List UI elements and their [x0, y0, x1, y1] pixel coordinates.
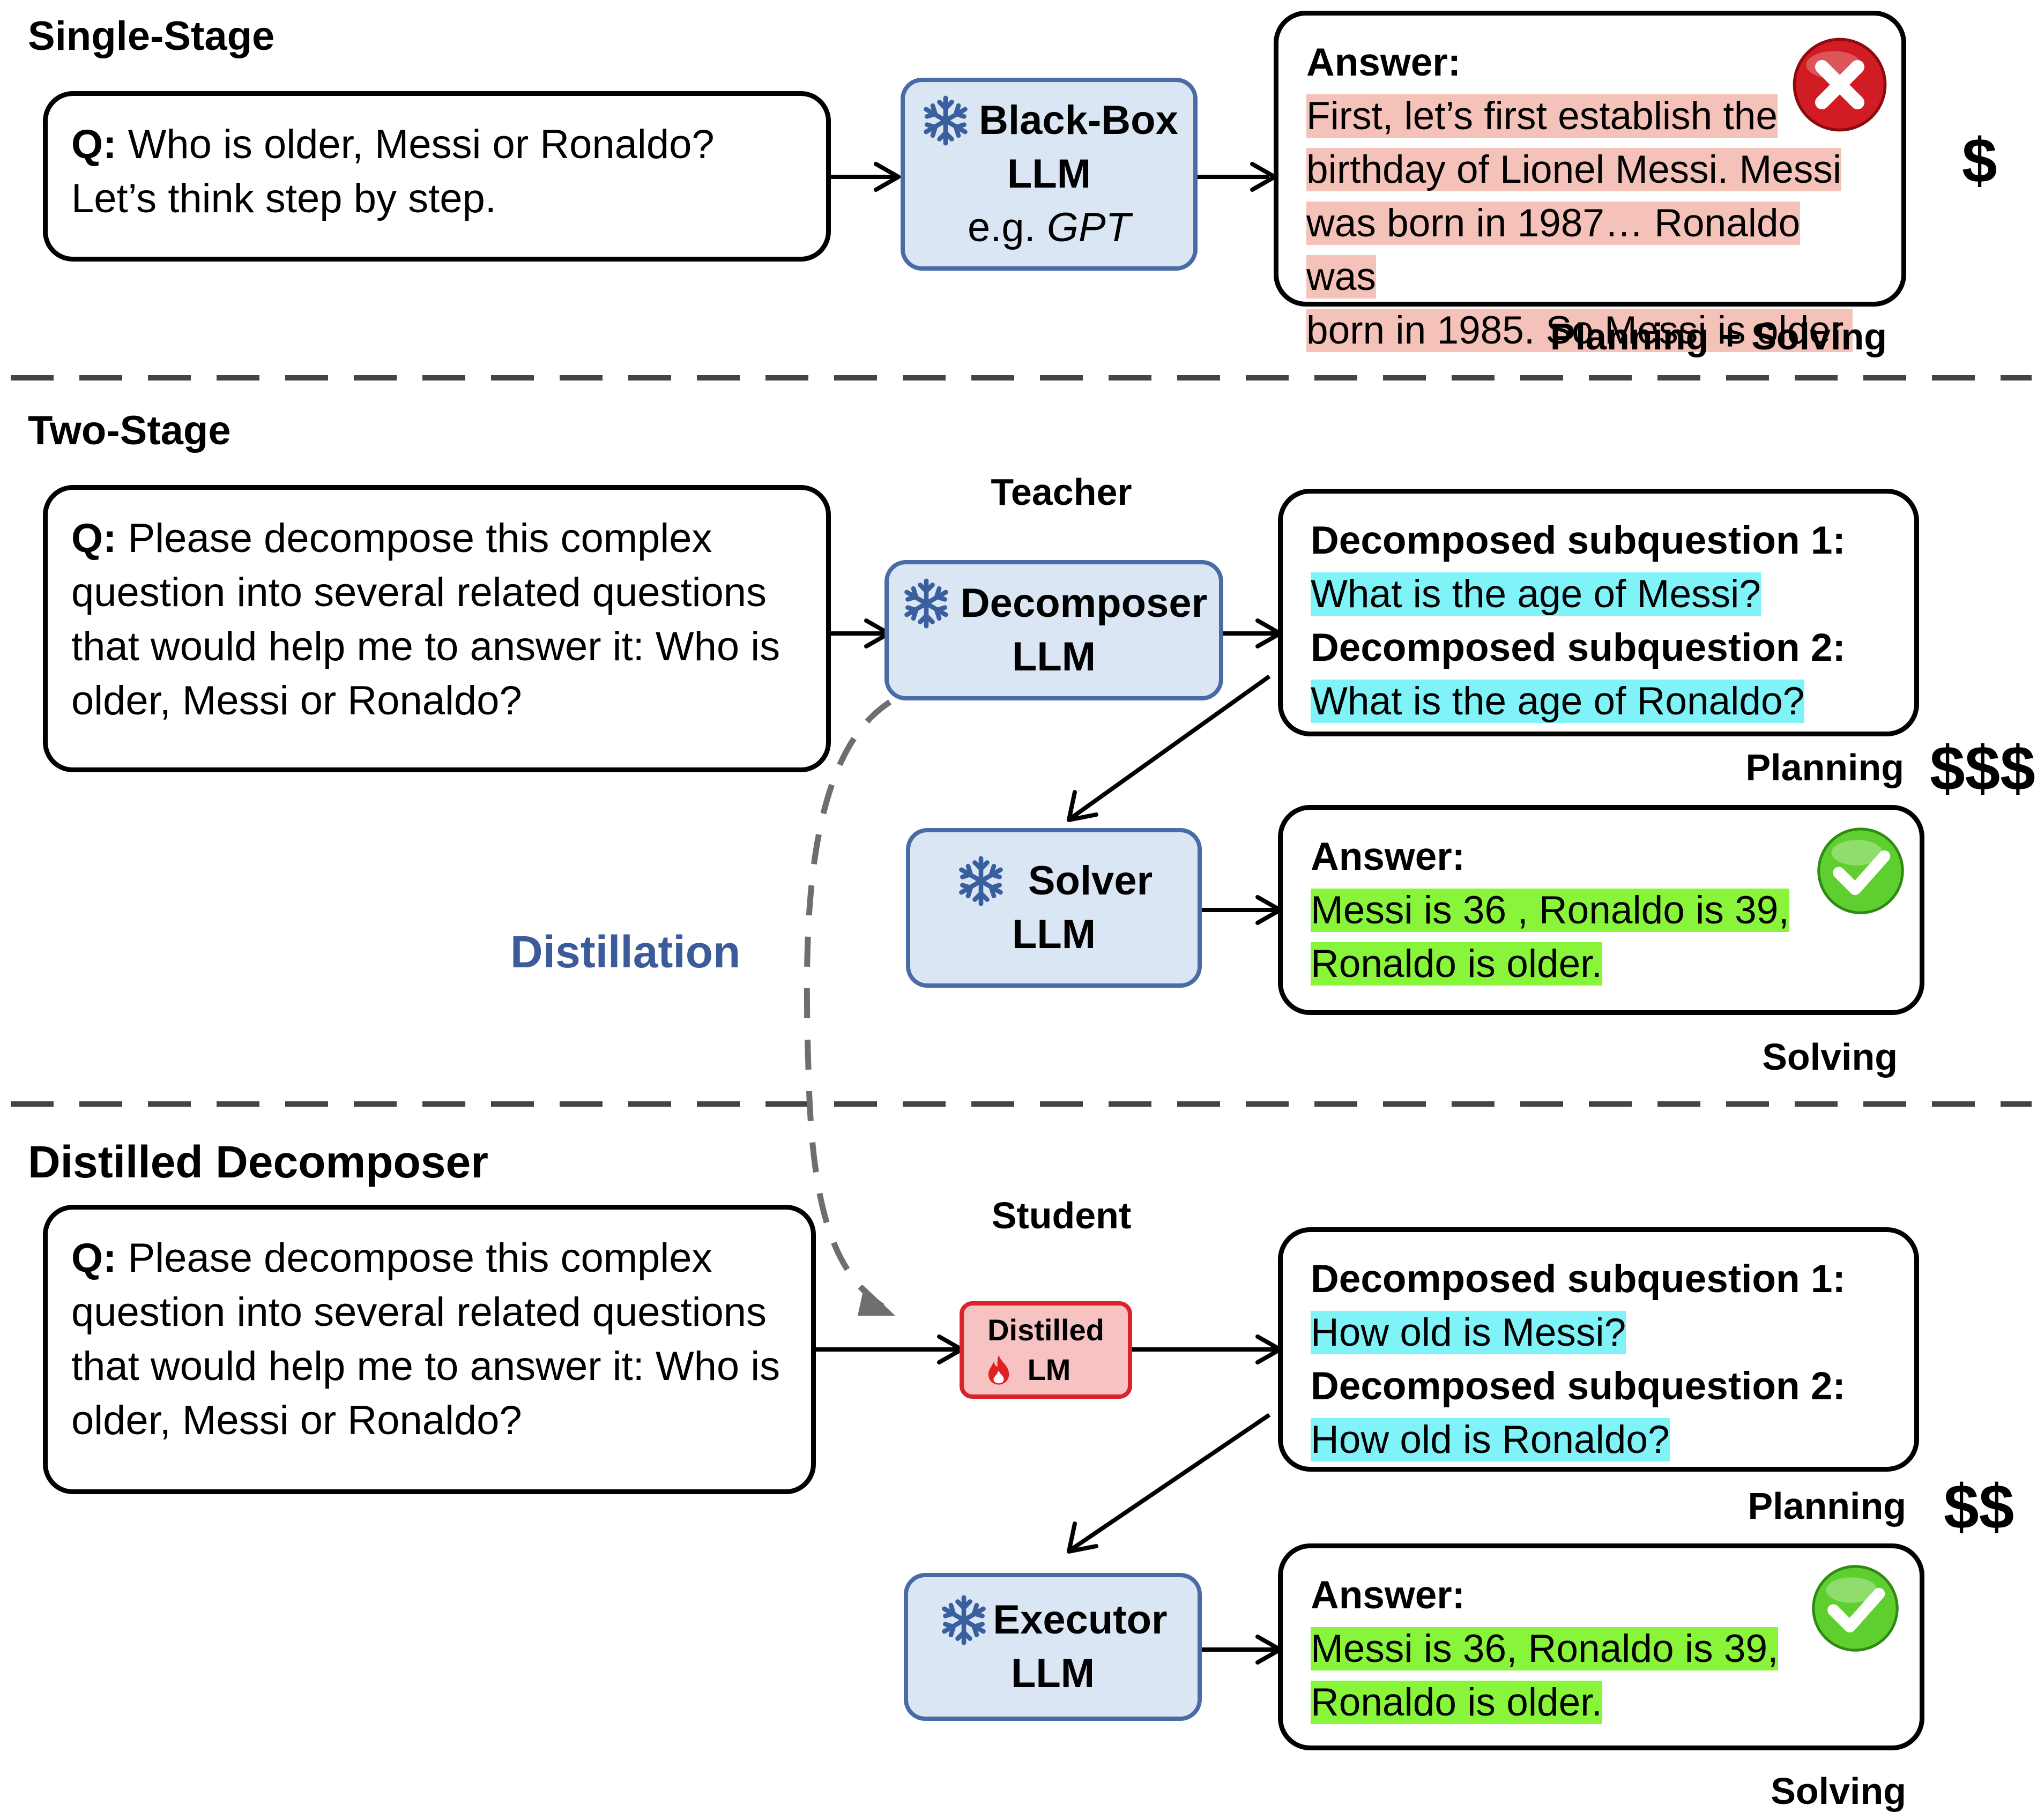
distilled-question-box: Q: Please decompose this complex questio…: [43, 1205, 816, 1494]
snowflake-icon: [901, 578, 952, 629]
cross-icon: [1790, 35, 1889, 134]
answer-line: Ronaldo is older.: [1311, 942, 1602, 986]
llm-example: e.g. GPT: [967, 205, 1131, 250]
subquestion-label: Decomposed subquestion 1:: [1311, 1257, 1846, 1301]
teacher-label: Teacher: [991, 471, 1132, 513]
single-stage-answer-box: Answer: First, let’s first establish the…: [1274, 11, 1906, 352]
two-stage-answer-box: Answer: Messi is 36 , Ronaldo is 39, Ron…: [1278, 805, 1924, 1015]
distillation-arrow: [804, 699, 891, 1310]
distilled-planning-label: Planning: [1748, 1485, 1906, 1527]
subquestion-label: Decomposed subquestion 2:: [1311, 626, 1846, 669]
planning-solving-label: Planning + Solving: [1550, 316, 1887, 357]
distilled-answer-box: Answer: Messi is 36, Ronaldo is 39, Rona…: [1278, 1543, 1924, 1750]
single-stage-cost: $: [1962, 125, 1997, 196]
question-prefix: Q:: [71, 1235, 117, 1281]
student-model-line1: Distilled: [987, 1313, 1104, 1347]
black-box-llm-node: Black-Box LLM e.g. GPT: [901, 78, 1198, 271]
question-prefix: Q:: [71, 516, 117, 561]
subquestion-text: What is the age of Messi?: [1311, 572, 1761, 616]
decomposer-llm-node: Decomposer LLM: [884, 560, 1223, 700]
subquestion-text: How old is Messi?: [1311, 1311, 1626, 1354]
two-stage-cost: $$$: [1930, 733, 2035, 804]
section-title-distilled-decomposer: Distilled Decomposer: [28, 1137, 488, 1187]
answer-label: Answer:: [1306, 41, 1461, 84]
answer-line: First, let’s first establish the: [1306, 94, 1778, 138]
question-prefix: Q:: [71, 122, 117, 167]
single-stage-question-box: Q: Who is older, Messi or Ronaldo? Let’s…: [43, 91, 831, 262]
answer-line: was born in 1987… Ronaldo was: [1306, 202, 1801, 299]
arrow-subquestions-to-solver: [1070, 674, 1271, 819]
subquestion-label: Decomposed subquestion 1:: [1311, 519, 1846, 562]
question-text: Please decompose this complex question i…: [71, 1235, 780, 1443]
arrow-subquestions-to-executor: [1070, 1413, 1271, 1551]
llm-name: Solver: [1028, 858, 1153, 904]
distilled-lm-node: Distilled LM: [960, 1301, 1132, 1399]
llm-kind: LLM: [1007, 151, 1091, 197]
answer-text: First, let’s first establish the birthda…: [1306, 89, 1874, 357]
fire-icon: [986, 1354, 1012, 1386]
executor-llm-node: Executor LLM: [904, 1573, 1202, 1721]
check-icon: [1815, 825, 1906, 916]
solver-llm-node: Solver LLM: [906, 828, 1202, 988]
subquestion-label: Decomposed subquestion 2:: [1311, 1364, 1846, 1408]
llm-name: Executor: [993, 1597, 1168, 1643]
answer-line: Ronaldo is older.: [1311, 1681, 1602, 1724]
answer-line: Messi is 36 , Ronaldo is 39,: [1311, 889, 1789, 932]
distilled-solving-label: Solving: [1771, 1770, 1906, 1812]
llm-kind: LLM: [1012, 912, 1096, 957]
student-label: Student: [991, 1195, 1132, 1236]
two-stage-subquestions-box: Decomposed subquestion 1: What is the ag…: [1278, 489, 1919, 736]
two-stage-question-box: Q: Please decompose this complex questio…: [43, 485, 831, 772]
distilled-subquestions-box: Decomposed subquestion 1: How old is Mes…: [1278, 1227, 1919, 1472]
section-title-two-stage: Two-Stage: [28, 408, 231, 453]
distillation-label: Distillation: [510, 927, 741, 977]
distilled-cost: $$: [1944, 1472, 2014, 1542]
answer-label: Answer:: [1311, 835, 1466, 878]
question-text: Who is older, Messi or Ronaldo? Let’s th…: [71, 122, 715, 221]
llm-name: Black-Box: [979, 98, 1178, 143]
two-stage-planning-label: Planning: [1745, 747, 1904, 788]
subquestion-text: How old is Ronaldo?: [1311, 1418, 1670, 1461]
snowflake-icon: [955, 855, 1007, 907]
subquestion-text: What is the age of Ronaldo?: [1311, 680, 1805, 723]
snowflake-icon: [938, 1594, 990, 1646]
check-icon: [1810, 1563, 1901, 1654]
llm-kind: LLM: [1010, 1651, 1095, 1696]
section-title-single-stage: Single-Stage: [28, 13, 275, 59]
answer-line: born in 1985. So Messi is older.: [1306, 309, 1853, 352]
llm-kind: LLM: [1012, 634, 1096, 680]
two-stage-solving-label: Solving: [1762, 1036, 1898, 1078]
snowflake-icon: [920, 95, 971, 146]
llm-name: Decomposer: [960, 580, 1208, 626]
question-text: Please decompose this complex question i…: [71, 516, 780, 723]
answer-line: birthday of Lionel Messi. Messi: [1306, 148, 1842, 191]
student-model-line2: LM: [1027, 1353, 1071, 1386]
answer-line: Messi is 36, Ronaldo is 39,: [1311, 1627, 1779, 1670]
answer-label: Answer:: [1311, 1573, 1466, 1617]
